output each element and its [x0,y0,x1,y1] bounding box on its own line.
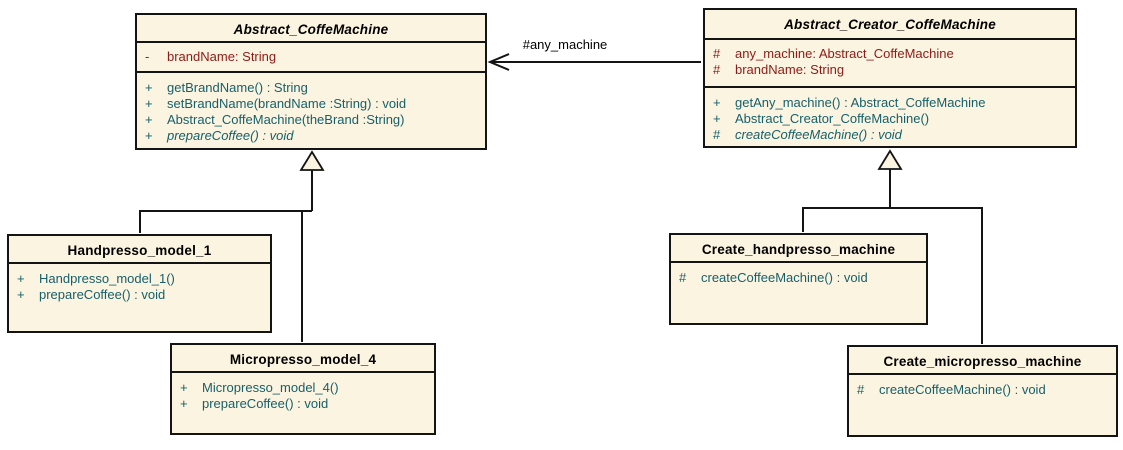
method-row: + Micropresso_model_4() [178,380,428,396]
class-title: Abstract_Creator_CoffeMachine [705,10,1075,40]
method-text: createCoffeeMachine() : void [879,382,1046,397]
method-text: prepareCoffee() : void [202,396,329,411]
visibility-marker: + [180,380,188,395]
method-text: prepareCoffee() : void [167,128,294,143]
visibility-marker: # [713,62,721,77]
class-handpresso-model-1[interactable]: Handpresso_model_1 + Handpresso_model_1(… [7,234,272,333]
attribute-row: # any_machine: Abstract_CoffeMachine [711,46,1069,62]
hollow-triangle-icon [877,149,903,170]
attribute-row: # brandName: String [711,62,1069,78]
visibility-marker: + [713,95,721,110]
visibility-marker: - [145,49,150,64]
association-any-machine[interactable]: #any_machine [487,37,701,71]
attribute-text: brandName: String [735,62,845,77]
method-row: + prepareCoffee() : void [15,287,264,303]
visibility-marker: + [145,112,153,127]
methods-compartment: + Handpresso_model_1() + prepareCoffee()… [9,264,270,303]
visibility-marker: # [857,382,865,397]
class-title: Create_micropresso_machine [849,347,1116,375]
method-text: getAny_machine() : Abstract_CoffeMachine [735,95,986,110]
class-title: Handpresso_model_1 [9,236,270,264]
method-row: + getAny_machine() : Abstract_CoffeMachi… [711,95,1069,111]
method-text: createCoffeeMachine() : void [701,270,868,285]
class-abstract-creator-coffemachine[interactable]: Abstract_Creator_CoffeMachine # any_mach… [703,8,1077,148]
method-text: createCoffeeMachine() : void [735,127,902,142]
class-title: Create_handpresso_machine [671,235,926,263]
visibility-marker: # [679,270,687,285]
class-create-handpresso-machine[interactable]: Create_handpresso_machine # createCoffee… [669,233,928,325]
method-text: setBrandName(brandName :String) : void [167,96,407,111]
method-row: + setBrandName(brandName :String) : void [143,96,479,112]
methods-compartment: + getBrandName() : String + setBrandName… [137,73,485,144]
generalization-micropresso-line[interactable] [301,210,312,342]
attribute-text: brandName: String [167,49,277,64]
generalization-create-handpresso-line[interactable] [802,207,890,232]
methods-compartment: + Micropresso_model_4() + prepareCoffee(… [172,373,434,412]
visibility-marker: + [145,96,153,111]
visibility-marker: + [145,128,153,143]
visibility-marker: + [180,396,188,411]
methods-compartment: # createCoffeeMachine() : void [849,375,1116,398]
method-row: + prepareCoffee() : void [143,128,479,144]
attribute-text: any_machine: Abstract_CoffeMachine [735,46,954,61]
visibility-marker: + [713,111,721,126]
class-create-micropresso-machine[interactable]: Create_micropresso_machine # createCoffe… [847,345,1118,437]
method-row: # createCoffeeMachine() : void [711,127,1069,143]
class-title: Micropresso_model_4 [172,345,434,373]
method-row: + prepareCoffee() : void [178,396,428,412]
methods-compartment: + getAny_machine() : Abstract_CoffeMachi… [705,88,1075,143]
method-row: + Abstract_CoffeMachine(theBrand :String… [143,112,479,128]
method-text: Micropresso_model_4() [202,380,339,395]
methods-compartment: # createCoffeeMachine() : void [671,263,926,286]
visibility-marker: + [17,271,25,286]
visibility-marker: + [17,287,25,302]
visibility-marker: + [145,80,153,95]
visibility-marker: # [713,46,721,61]
method-text: Handpresso_model_1() [39,271,175,286]
class-micropresso-model-4[interactable]: Micropresso_model_4 + Micropresso_model_… [170,343,436,435]
generalization-handpresso-line[interactable] [139,210,312,233]
visibility-marker: # [713,127,721,142]
method-row: # createCoffeeMachine() : void [855,382,1110,398]
method-text: getBrandName() : String [167,80,308,95]
hollow-triangle-icon [299,150,325,171]
class-abstract-coffemachine[interactable]: Abstract_CoffeMachine - brandName: Strin… [135,13,487,150]
association-label: #any_machine [523,37,608,52]
open-arrowhead-icon [487,53,510,71]
method-row: # createCoffeeMachine() : void [677,270,920,286]
method-row: + getBrandName() : String [143,80,479,96]
method-text: prepareCoffee() : void [39,287,166,302]
method-row: + Handpresso_model_1() [15,271,264,287]
class-title: Abstract_CoffeMachine [137,15,485,43]
attributes-compartment: - brandName: String [137,43,485,73]
method-text: Abstract_Creator_CoffeMachine() [735,111,930,126]
attributes-compartment: # any_machine: Abstract_CoffeMachine # b… [705,40,1075,88]
method-row: + Abstract_Creator_CoffeMachine() [711,111,1069,127]
method-text: Abstract_CoffeMachine(theBrand :String) [167,112,405,127]
attribute-row: - brandName: String [143,49,479,65]
